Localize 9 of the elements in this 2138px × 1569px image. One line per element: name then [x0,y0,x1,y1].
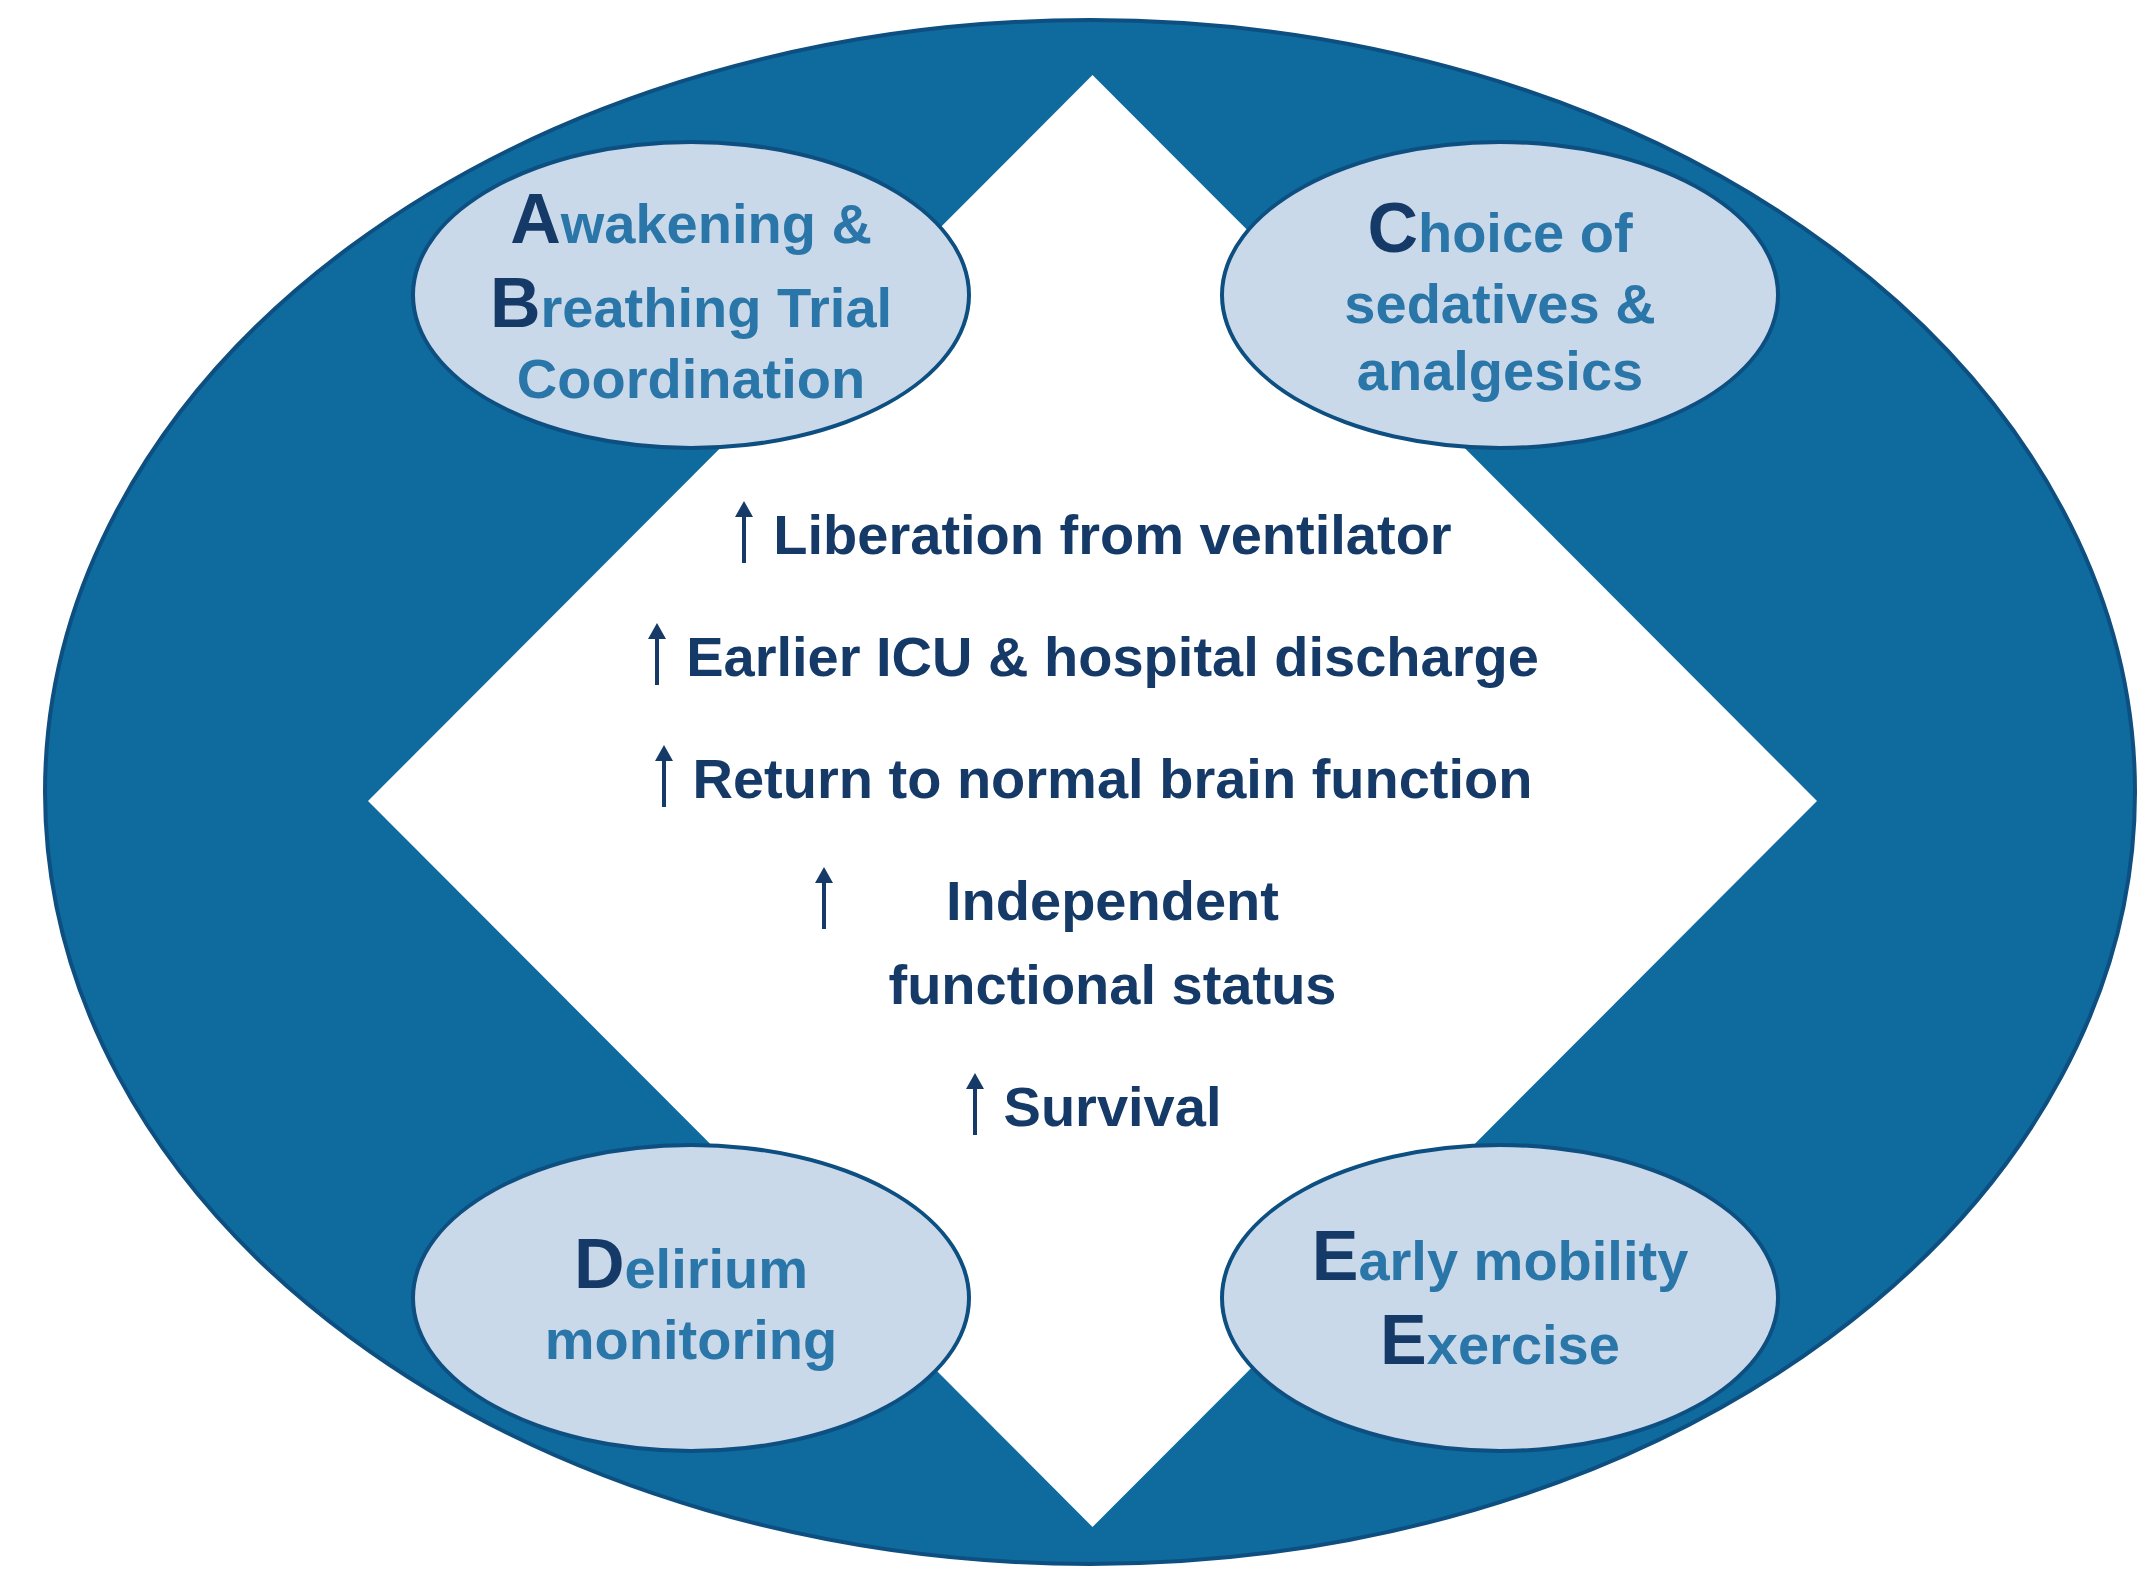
node-label: Awakening & Breathing Trial Coordination [488,179,894,413]
outcome-text: Liberation from ventilator [773,502,1452,568]
outcome-text: Independent functional status [887,868,1338,1018]
outcome-text: Return to normal brain function [692,746,1533,812]
node-label: Choice of sedatives & analgesics [1343,187,1657,404]
outcome-text: Survival [1003,1074,1222,1140]
node-label: Early mobility Exercise [1310,1216,1690,1381]
outcome-text: Earlier ICU & hospital discharge [686,624,1539,690]
node-label: Delirium monitoring [543,1224,839,1374]
